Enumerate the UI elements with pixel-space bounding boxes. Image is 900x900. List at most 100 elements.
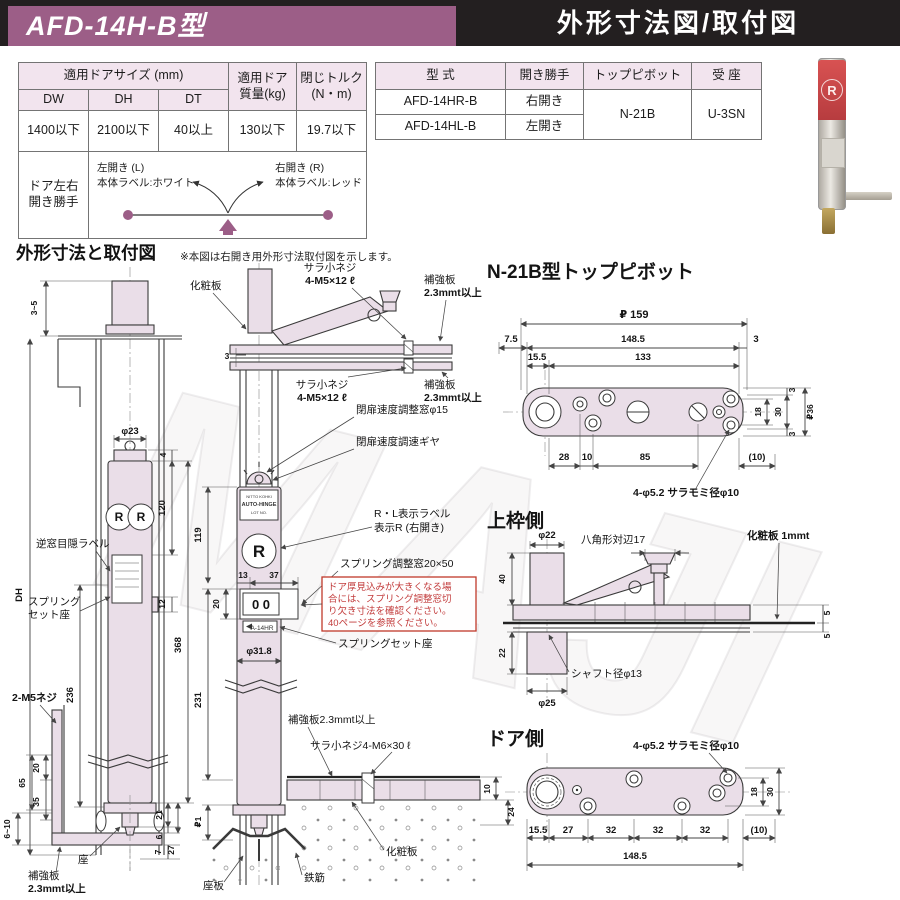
- dim-label: 10: [582, 452, 593, 463]
- dim-label: 15.5: [529, 825, 548, 836]
- part-label: 閉扉速度調整窓φ15: [356, 403, 448, 416]
- dim-label: 35: [31, 797, 41, 807]
- drawing-title: 上枠側: [487, 509, 544, 532]
- brand-label: AUTO-HINGE: [242, 502, 277, 508]
- right-hand-title: 右開き (R): [275, 162, 325, 174]
- dim-label: φ25: [538, 698, 556, 709]
- lot-label: LOT NO.: [251, 510, 267, 515]
- header-hand: 開き勝手: [505, 62, 584, 90]
- hand-line1: ドア左右: [28, 179, 79, 194]
- up-arrow-stem: [222, 231, 233, 235]
- door-swing-diagram: [122, 180, 333, 235]
- main-installation-drawing: 3~5 DH R R φ23: [2, 262, 516, 895]
- dim-label: (10): [749, 452, 766, 463]
- dim-label: ₽36: [805, 404, 815, 420]
- dim-label: 40: [497, 574, 507, 584]
- left-hand-note: 左開き (L)本体ラベル:ホワイト: [97, 161, 194, 190]
- warning-text: り欠き寸法を確認ください。: [328, 605, 452, 617]
- part-label: 補強板: [28, 869, 60, 882]
- value-torque: 19.7以下: [296, 110, 367, 152]
- dim-label: 3: [753, 334, 758, 345]
- part-label: 2-M5ネジ: [12, 692, 57, 704]
- dim-label: 7.5: [504, 334, 518, 345]
- dim-label: φ22: [538, 530, 555, 541]
- drawing-title: N-21B型トップピボット: [487, 260, 694, 283]
- part-label: 化粧板: [386, 845, 418, 858]
- part-label: 2.3mmt以上: [424, 391, 482, 404]
- part-label: 4-M5×12 ℓ: [305, 275, 355, 287]
- anchor-plate: [212, 827, 306, 850]
- door-side-drawing: ドア側 4-φ5.2 サラモミ径φ10 18 30 15.5 27: [487, 728, 790, 871]
- r-mark: R: [137, 510, 146, 524]
- top-pivot-drawing: N-21B型トップピボット ₽ 159 7.5 148.5 3 15.5 133: [487, 260, 815, 499]
- up-arrow-icon: [218, 219, 237, 231]
- part-label: 座板: [203, 879, 224, 892]
- dim-label: 20: [211, 599, 221, 609]
- header-dh: DH: [88, 89, 159, 111]
- dim-label: (10): [751, 825, 768, 836]
- spec-table: 適用ドアサイズ (mm) 適用ドア質量(kg) 閉じトルク(N・m) DW DH…: [18, 62, 367, 239]
- section-title: 外形寸法と取付図: [16, 243, 156, 263]
- dim-label: 7: [153, 849, 163, 854]
- part-label: シャフト径φ13: [571, 667, 642, 680]
- seat-value: U-3SN: [691, 89, 762, 140]
- dim-label: φ23: [121, 426, 138, 437]
- dim-label: ₽1: [193, 816, 203, 827]
- part-label: スプリングセット座: [338, 637, 433, 650]
- right-hand-note: 右開き (R)本体ラベル:レッド: [275, 161, 362, 190]
- warning-text: 40ページを参照ください。: [328, 617, 443, 629]
- dim-label: 3: [787, 431, 797, 436]
- dim-label: 3~5: [29, 301, 39, 316]
- header-dw: DW: [18, 89, 89, 111]
- header-door-mass: 適用ドア質量(kg): [228, 62, 297, 111]
- dim-label: 6~10: [2, 819, 12, 838]
- swing-diagram-cell: 左開き (L)本体ラベル:ホワイト 右開き (R)本体ラベル:レッド: [88, 151, 367, 239]
- drawing-title: ドア側: [487, 728, 544, 750]
- photo-red-label: R: [818, 60, 846, 120]
- dim-label: 27: [563, 825, 574, 836]
- dim-label: 6: [154, 834, 164, 839]
- header-door-size-label: 適用ドアサイズ (mm): [63, 68, 184, 83]
- part-label: 化粧板 1mmt: [747, 529, 810, 542]
- value-dh: 2100以下: [88, 110, 159, 152]
- dim-label: 21: [154, 810, 164, 820]
- dim-label: 5: [822, 633, 832, 638]
- page-title: 外形寸法図/取付図: [556, 8, 800, 38]
- spring-window-value: 0 0: [252, 597, 270, 612]
- mass-line1: 適用ドア: [237, 70, 288, 85]
- left-pivot-dot: [122, 210, 133, 220]
- dim-label: 32: [653, 825, 664, 836]
- dim-label: 3: [787, 387, 797, 392]
- part-label: 2.3mmt以上: [28, 882, 86, 895]
- product-photo: R: [778, 52, 892, 244]
- dim-label: 85: [640, 452, 651, 463]
- part-label: サラ小ネジ: [296, 379, 349, 391]
- header-door-size: 適用ドアサイズ (mm): [18, 62, 229, 90]
- model-badge: AFD-14H-B型: [8, 6, 456, 46]
- dim-label: 120: [157, 500, 168, 516]
- dim-label: 231: [193, 691, 204, 708]
- top-pivot-block: [111, 280, 149, 326]
- part-label: 補強板: [424, 378, 456, 391]
- right-pivot-dot: [322, 210, 333, 220]
- part-label: 鉄筋: [304, 871, 325, 884]
- header-top-pivot: トップピボット: [583, 62, 692, 90]
- torque-line1: 閉じトルク: [300, 70, 363, 85]
- left-figure: 3~5 DH R R φ23: [2, 267, 194, 895]
- model-r: AFD-14HR-B: [375, 89, 506, 115]
- photo-pivot-foot: [822, 208, 835, 234]
- dim-label: 368: [173, 637, 184, 653]
- r-mark: R: [115, 510, 124, 524]
- model-l: AFD-14HL-B: [375, 114, 506, 140]
- dim-label: 5: [822, 610, 832, 615]
- hand-r: 右開き: [505, 89, 584, 115]
- photo-arm: [842, 192, 892, 200]
- part-label: スプリング調整窓20×50: [340, 557, 454, 570]
- dim-label: 32: [606, 825, 617, 836]
- dim-label: 10: [482, 784, 492, 794]
- photo-spec-label: [821, 138, 845, 168]
- part-label: 逆窓目隠ラベル: [36, 537, 110, 550]
- dim-label: 18: [753, 407, 763, 417]
- right-swing-arrow: [227, 180, 264, 214]
- part-label: 2.3mmt以上: [424, 286, 482, 299]
